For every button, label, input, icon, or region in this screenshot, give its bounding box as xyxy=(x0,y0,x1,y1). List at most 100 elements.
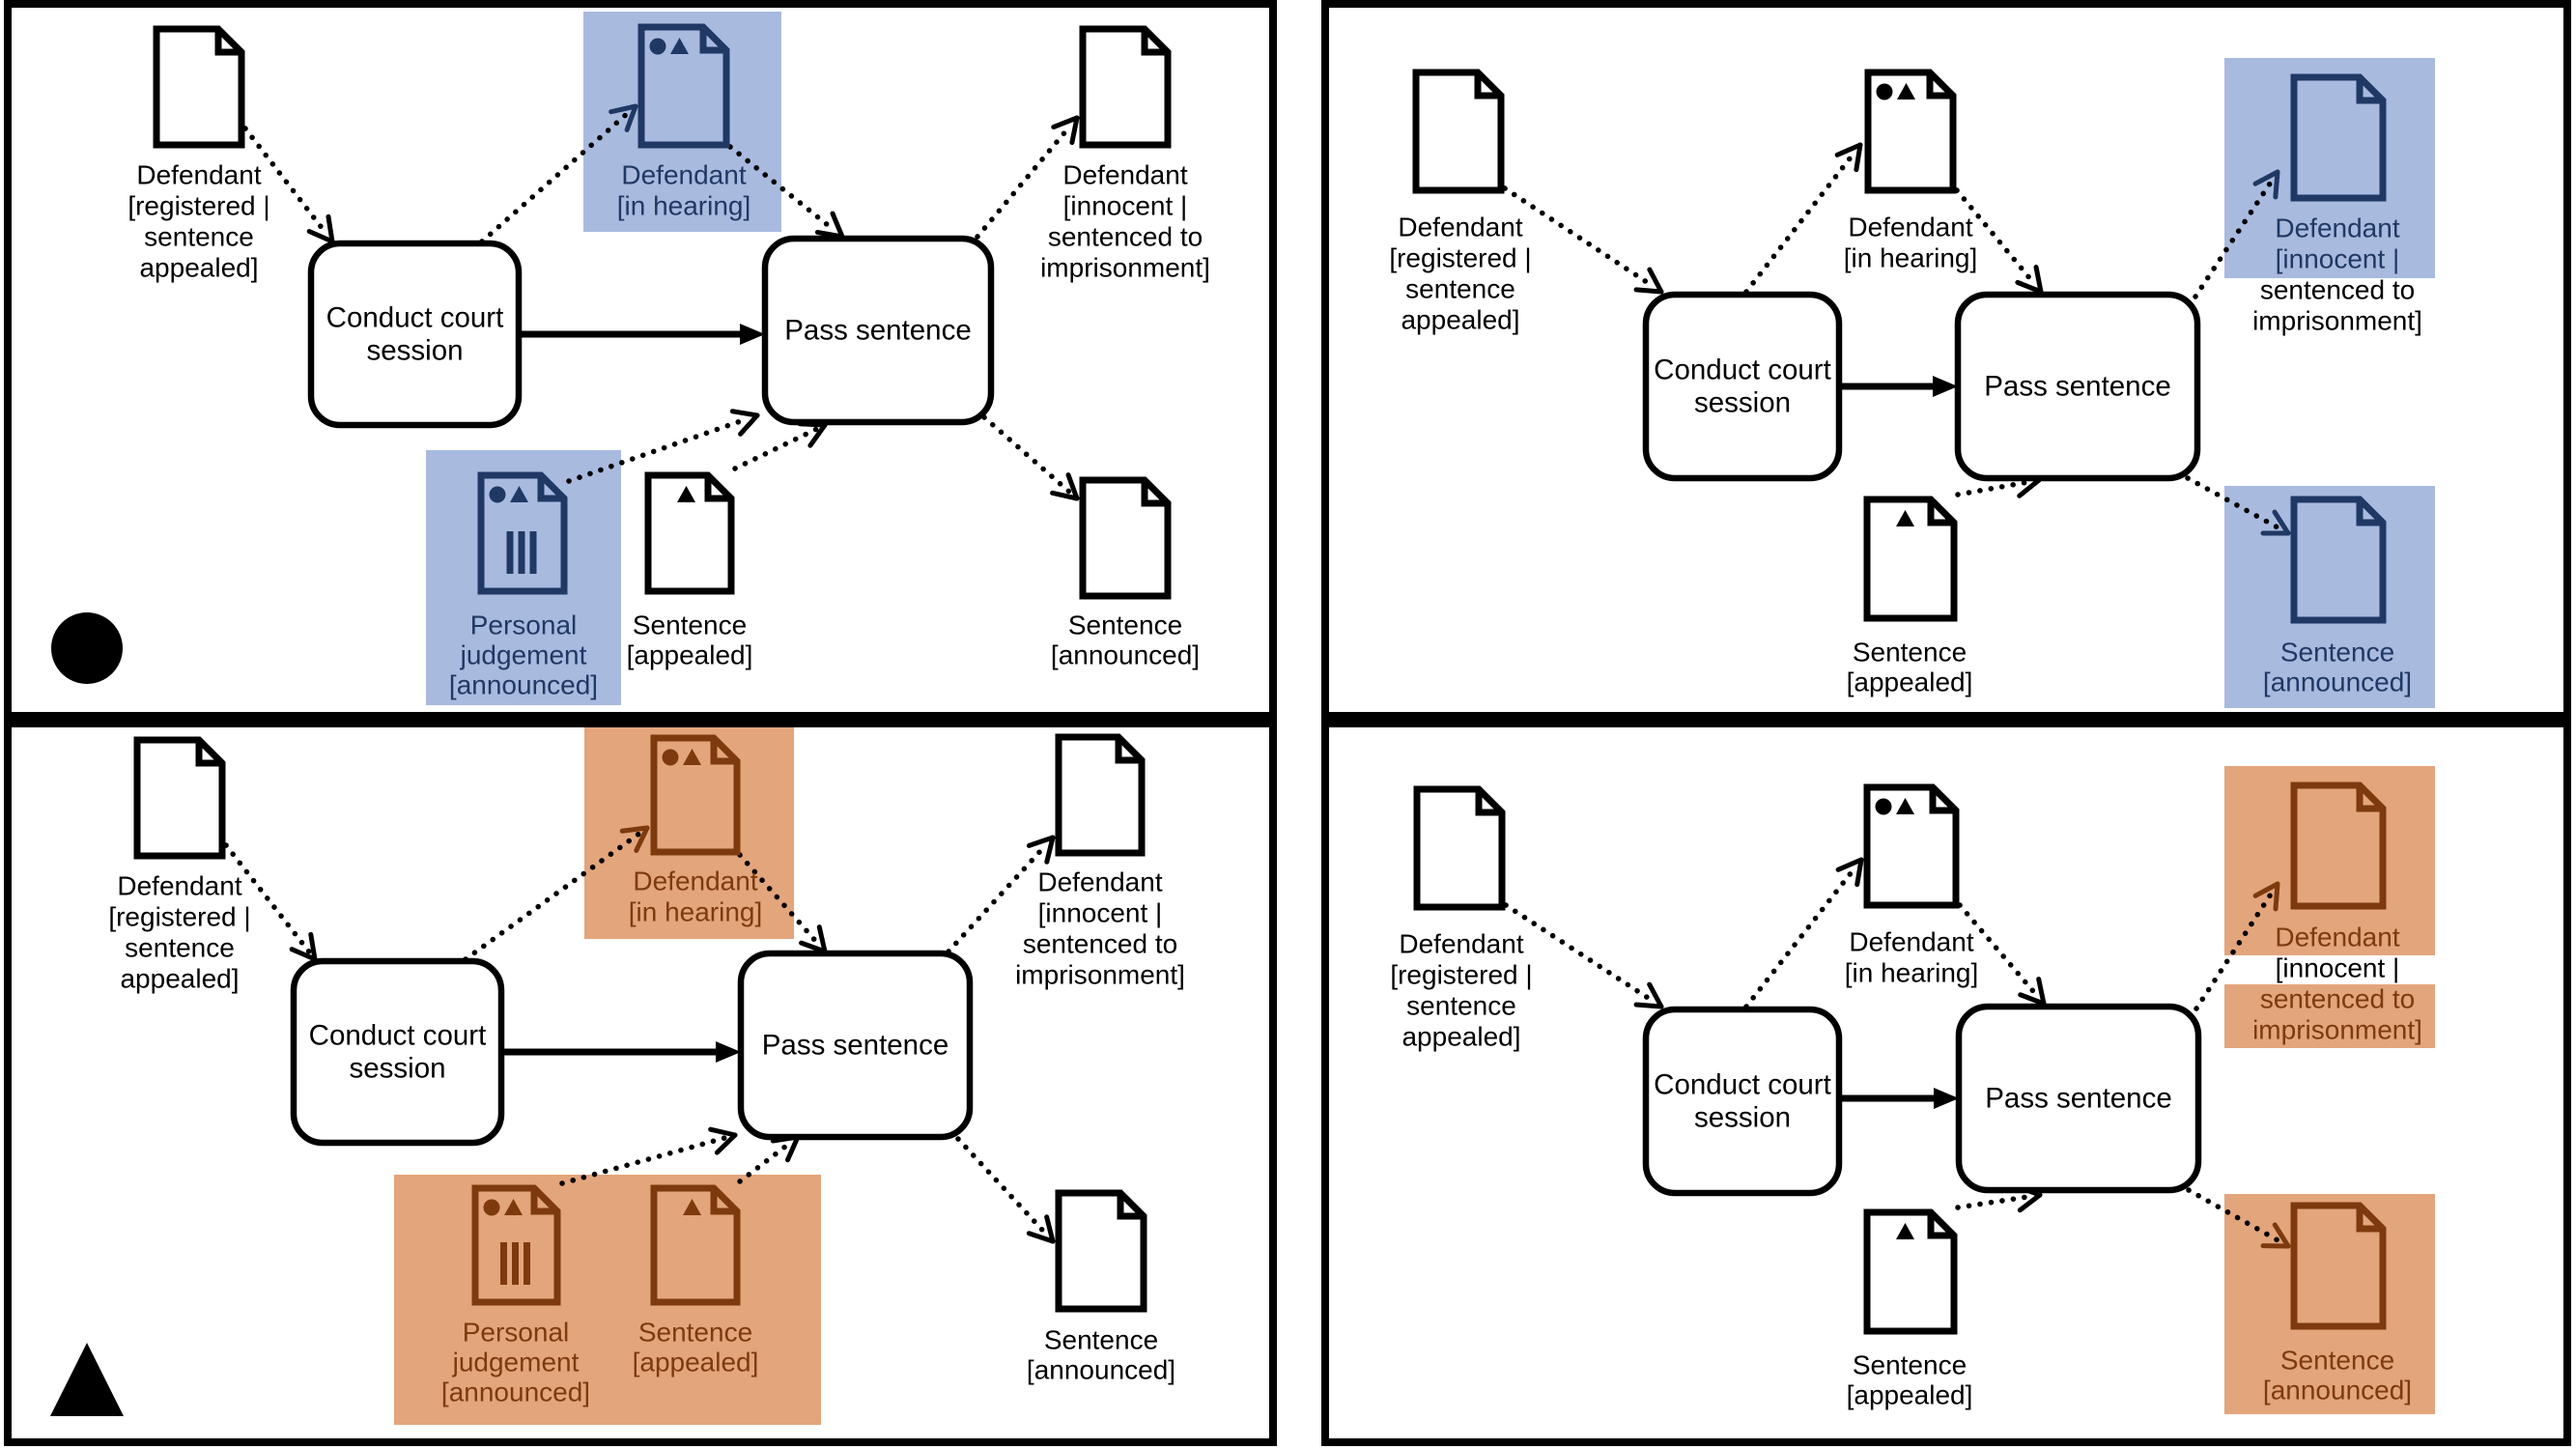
arrowhead-icon xyxy=(1933,376,1958,397)
document-icon xyxy=(637,23,730,149)
arrowhead-icon xyxy=(2273,881,2280,912)
arrowhead-icon xyxy=(807,422,828,448)
data-flow-dotted-arrow xyxy=(223,842,312,954)
document-fold-icon xyxy=(1927,1212,1954,1239)
activity-label: session xyxy=(1694,1102,1791,1134)
arrowhead-icon xyxy=(326,213,335,244)
arrowhead-icon xyxy=(1647,267,1664,295)
document-fold-icon xyxy=(2356,785,2383,812)
activity-pass-sentence xyxy=(1954,291,2201,482)
data-object-label: [in hearing] xyxy=(617,191,751,221)
arrowhead-icon xyxy=(609,103,638,115)
arrowhead-icon xyxy=(2252,169,2280,186)
data-object-label: Defendant xyxy=(136,160,261,190)
data-object-label: Sentence xyxy=(2280,638,2394,668)
document-fold-icon xyxy=(1926,72,1953,99)
state-bars-icon xyxy=(529,531,537,574)
arrowhead-icon xyxy=(816,924,828,954)
arrowhead-icon xyxy=(714,1132,738,1155)
data-flow-dotted-arrow xyxy=(1955,479,2032,497)
document-icon xyxy=(1079,25,1172,149)
data-object-defendant-innocent: Defendant[innocent |sentenced toimprison… xyxy=(1040,25,1210,283)
data-flow-dotted-arrow xyxy=(737,1140,793,1184)
arrowhead-icon xyxy=(1050,490,1080,501)
data-object-label: Sentence xyxy=(2280,1346,2394,1376)
data-object-label: sentenced to xyxy=(2260,984,2415,1014)
arrowhead-icon xyxy=(306,229,335,244)
activity-label: Pass sentence xyxy=(762,1030,949,1062)
document-icon xyxy=(1412,69,1505,194)
document-fold-icon xyxy=(1115,737,1142,764)
data-flow-dotted-arrow xyxy=(981,414,1073,496)
data-object-defendant-in-hearing: Defendant[in hearing] xyxy=(629,734,763,927)
arrowhead-icon xyxy=(708,1126,738,1138)
data-object-label: [announced] xyxy=(449,670,598,700)
data-object-label: [innocent | xyxy=(1063,191,1188,221)
panel-border xyxy=(1321,0,2571,720)
state-triangle-icon xyxy=(1896,510,1914,526)
activity-label: Pass sentence xyxy=(1984,371,2171,403)
data-object-label: Defendant xyxy=(1849,927,1973,957)
activity-conduct-court-session xyxy=(1642,291,1843,482)
arrowhead-icon xyxy=(1934,1088,1959,1109)
arrowhead-icon xyxy=(716,1041,741,1063)
activity-pass-sentence xyxy=(737,950,974,1141)
state-triangle-icon xyxy=(683,749,701,765)
data-object-label: [in hearing] xyxy=(629,897,763,927)
data-flow-dotted-arrow xyxy=(463,831,642,962)
arrowhead-icon xyxy=(2033,264,2044,295)
data-flow-dotted-arrow xyxy=(955,1136,1049,1237)
document-icon xyxy=(1863,1208,1958,1335)
state-bars-icon xyxy=(500,1242,507,1285)
data-flow-dotted-arrow xyxy=(1955,1193,2033,1210)
data-object-sentence-announced: Sentence[announced] xyxy=(2263,1202,2412,1406)
data-object-label: [innocent | xyxy=(2276,953,2400,983)
data-object-defendant-innocent: Defendant[innocent |sentenced toimprison… xyxy=(2252,73,2422,336)
data-object-label: Defendant xyxy=(1848,213,1972,242)
data-object-label: sentence xyxy=(1405,274,1515,304)
data-object-label: [registered | xyxy=(1389,243,1531,273)
document-icon xyxy=(1055,1189,1147,1313)
activity-label: Conduct court xyxy=(326,302,504,334)
activity-label: session xyxy=(349,1053,445,1085)
arrowhead-icon xyxy=(2017,1192,2043,1213)
data-object-defendant-in-hearing: Defendant[in hearing] xyxy=(617,23,751,221)
arrowhead-icon xyxy=(2273,169,2280,200)
data-object-label: [appealed] xyxy=(1847,668,1973,697)
state-circle-icon xyxy=(649,38,666,55)
arrowhead-icon xyxy=(799,940,828,954)
data-object-label: [appealed] xyxy=(627,640,753,670)
document-fold-icon xyxy=(530,1188,557,1215)
data-object-label: Sentence xyxy=(633,611,747,640)
arrowhead-icon xyxy=(1835,857,1864,872)
data-object-sentence-announced: Sentence[announced] xyxy=(1051,476,1200,670)
arrowhead-icon xyxy=(1633,1002,1664,1009)
document-icon xyxy=(2290,496,2387,624)
arrowhead-icon xyxy=(729,409,760,418)
data-object-label: Defendant xyxy=(2275,923,2399,952)
state-circle-icon xyxy=(662,749,679,766)
data-flow-dotted-arrow xyxy=(975,122,1074,240)
state-bars-icon xyxy=(512,1242,519,1285)
data-object-label: [announced] xyxy=(1027,1355,1175,1385)
data-flow-dotted-arrow xyxy=(1954,187,2038,288)
data-flow-dotted-arrow xyxy=(2194,889,2276,1011)
panel-border xyxy=(1321,720,2571,1446)
data-object-label: Defendant xyxy=(633,867,757,896)
activity-conduct-court-session xyxy=(1642,1006,1843,1197)
data-flow-dotted-arrow xyxy=(2193,177,2276,299)
document-fold-icon xyxy=(2356,499,2383,526)
data-flow-dotted-arrow xyxy=(566,415,751,484)
data-object-label: Defendant xyxy=(1399,929,1523,959)
arrowhead-icon xyxy=(784,1134,801,1163)
data-object-label: Sentence xyxy=(638,1318,752,1348)
data-flow-dotted-arrow xyxy=(1957,902,2041,1000)
arrowhead-icon xyxy=(2015,279,2044,295)
data-object-label: sentence xyxy=(1406,991,1516,1021)
